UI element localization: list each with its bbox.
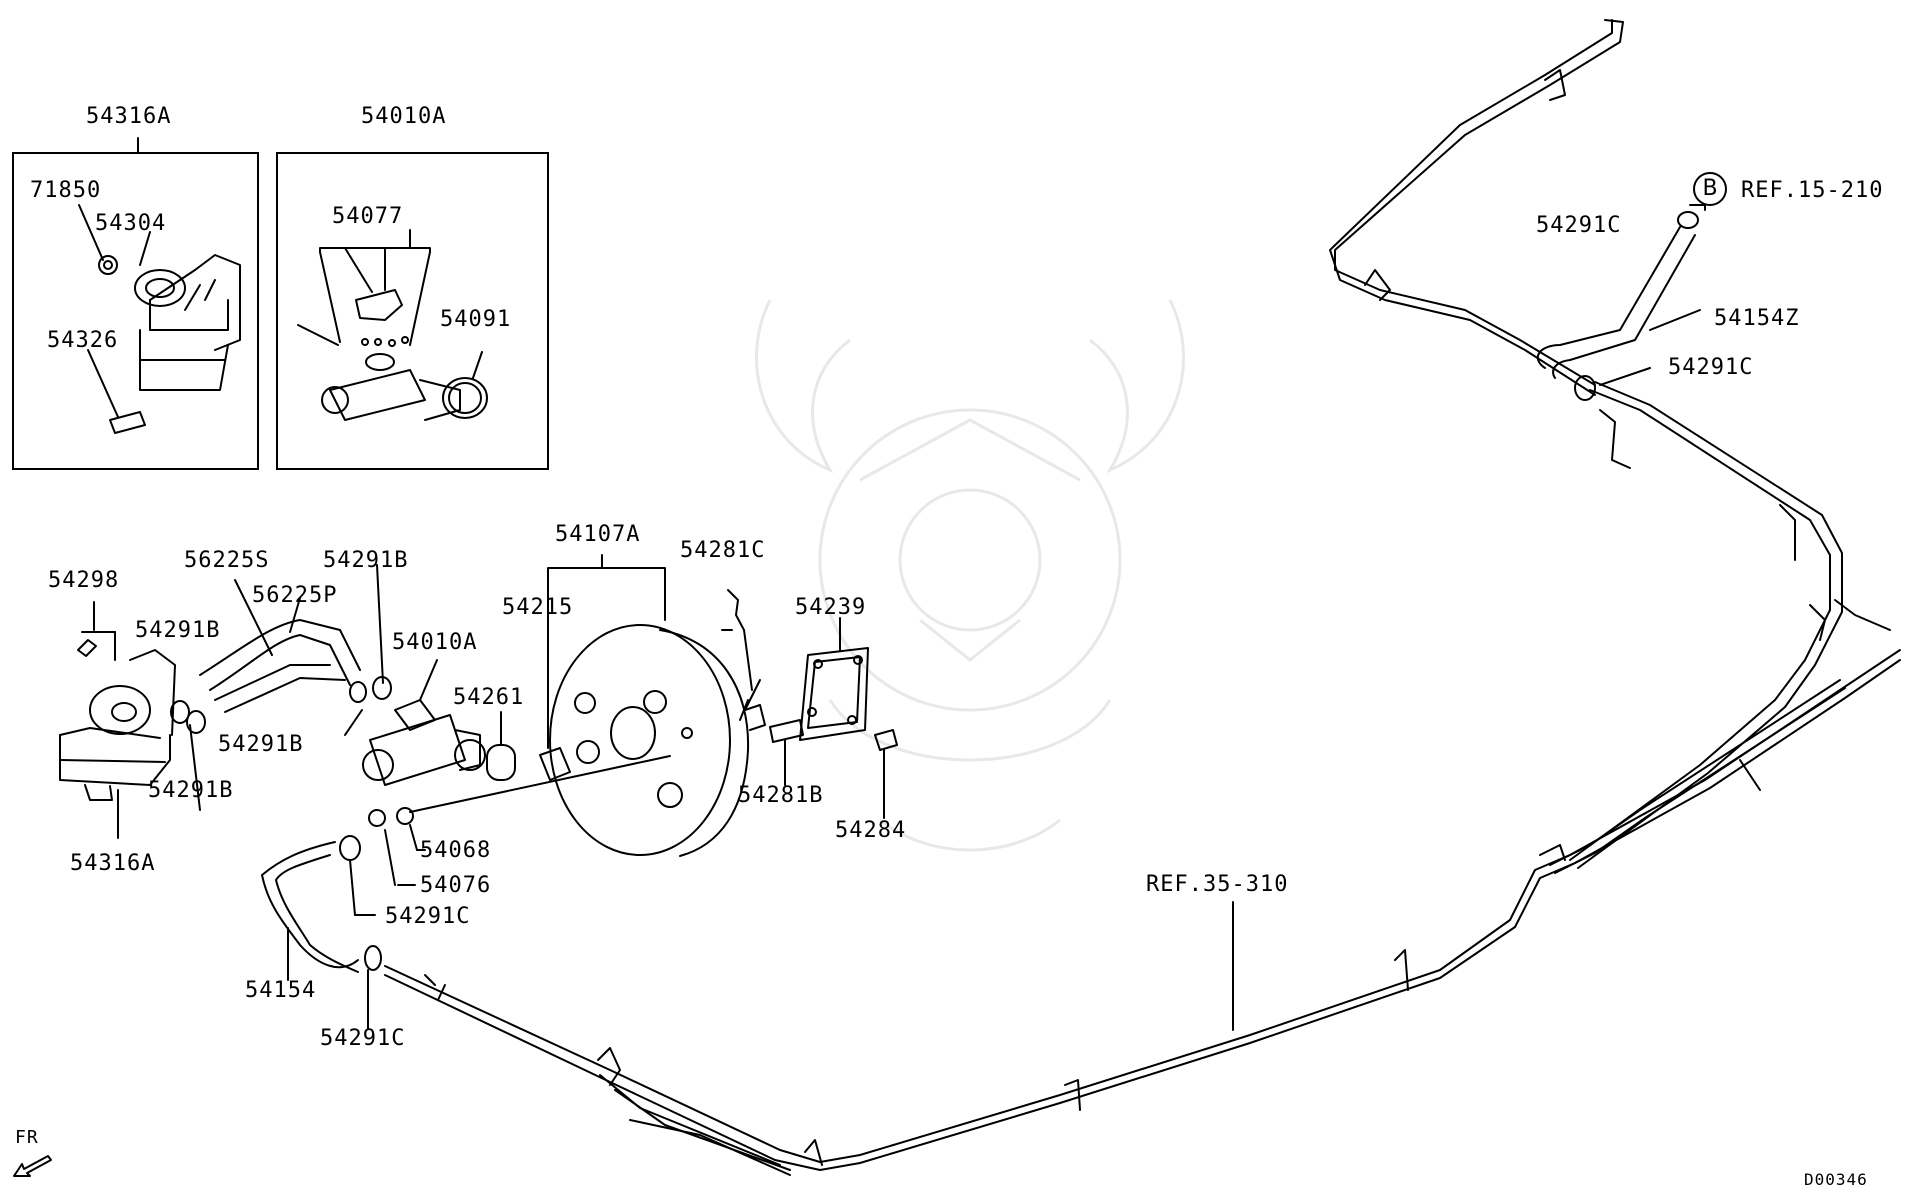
gasket-drawing [770, 618, 897, 818]
seal-drawing [487, 555, 665, 780]
label-ref-35-310: REF.35-310 [1146, 872, 1289, 897]
label-54010a: 54010A [392, 630, 478, 655]
label-54291b-mid: 54291B [218, 732, 304, 757]
label-54076: 54076 [420, 873, 492, 898]
group-box-54316a [12, 152, 259, 470]
reference-circle-b: B [1693, 172, 1727, 206]
label-54291b-low: 54291B [148, 778, 234, 803]
label-54326: 54326 [47, 328, 119, 353]
label-56225p: 56225P [252, 583, 338, 608]
label-54068: 54068 [420, 838, 492, 863]
label-ref-15-210: REF.15-210 [1741, 178, 1884, 203]
label-54281c: 54281C [680, 538, 766, 563]
master-cylinder-box2-drawing [298, 230, 487, 420]
label-54154z: 54154Z [1714, 306, 1800, 331]
label-54298: 54298 [48, 568, 120, 593]
label-54291c-r: 54291C [1668, 355, 1754, 380]
label-box2-title: 54010A [361, 104, 447, 129]
label-54291c-b: 54291C [320, 1026, 406, 1051]
group-box-54010a [276, 152, 549, 470]
hoses-drawing [171, 565, 391, 810]
label-54077: 54077 [332, 204, 404, 229]
label-56225s: 56225S [184, 548, 270, 573]
vacuum-hose-drawing [262, 836, 381, 1028]
label-54291b-left: 54291B [135, 618, 221, 643]
label-54291b-top: 54291B [323, 548, 409, 573]
label-54154: 54154 [245, 978, 317, 1003]
label-54239: 54239 [795, 595, 867, 620]
arrow-down-left-icon [10, 1150, 54, 1180]
label-54261: 54261 [453, 685, 525, 710]
label-54304: 54304 [95, 211, 167, 236]
label-54291c-top: 54291C [1536, 213, 1622, 238]
label-54281b: 54281B [738, 783, 824, 808]
label-54284: 54284 [835, 818, 907, 843]
label-54107a: 54107A [555, 522, 641, 547]
label-diagram-code: D00346 [1804, 1170, 1868, 1189]
hose-54154z-drawing [1538, 205, 1705, 400]
brake-booster-drawing [550, 590, 765, 856]
label-54215: 54215 [502, 595, 574, 620]
master-cylinder-drawing [363, 660, 670, 885]
reservoir-drawing [60, 602, 175, 838]
label-box1-title: 54316A [86, 104, 172, 129]
samurai-watermark [757, 300, 1184, 850]
label-54316a: 54316A [70, 851, 156, 876]
reservoir-box1-drawing [79, 138, 240, 433]
label-fr: FR [15, 1127, 39, 1148]
vacuum-pipe-drawing [385, 382, 1900, 1175]
upper-pipe-drawing [1330, 20, 1623, 395]
label-54091: 54091 [440, 307, 512, 332]
label-71850: 71850 [30, 178, 102, 203]
label-54291c-a: 54291C [385, 904, 471, 929]
